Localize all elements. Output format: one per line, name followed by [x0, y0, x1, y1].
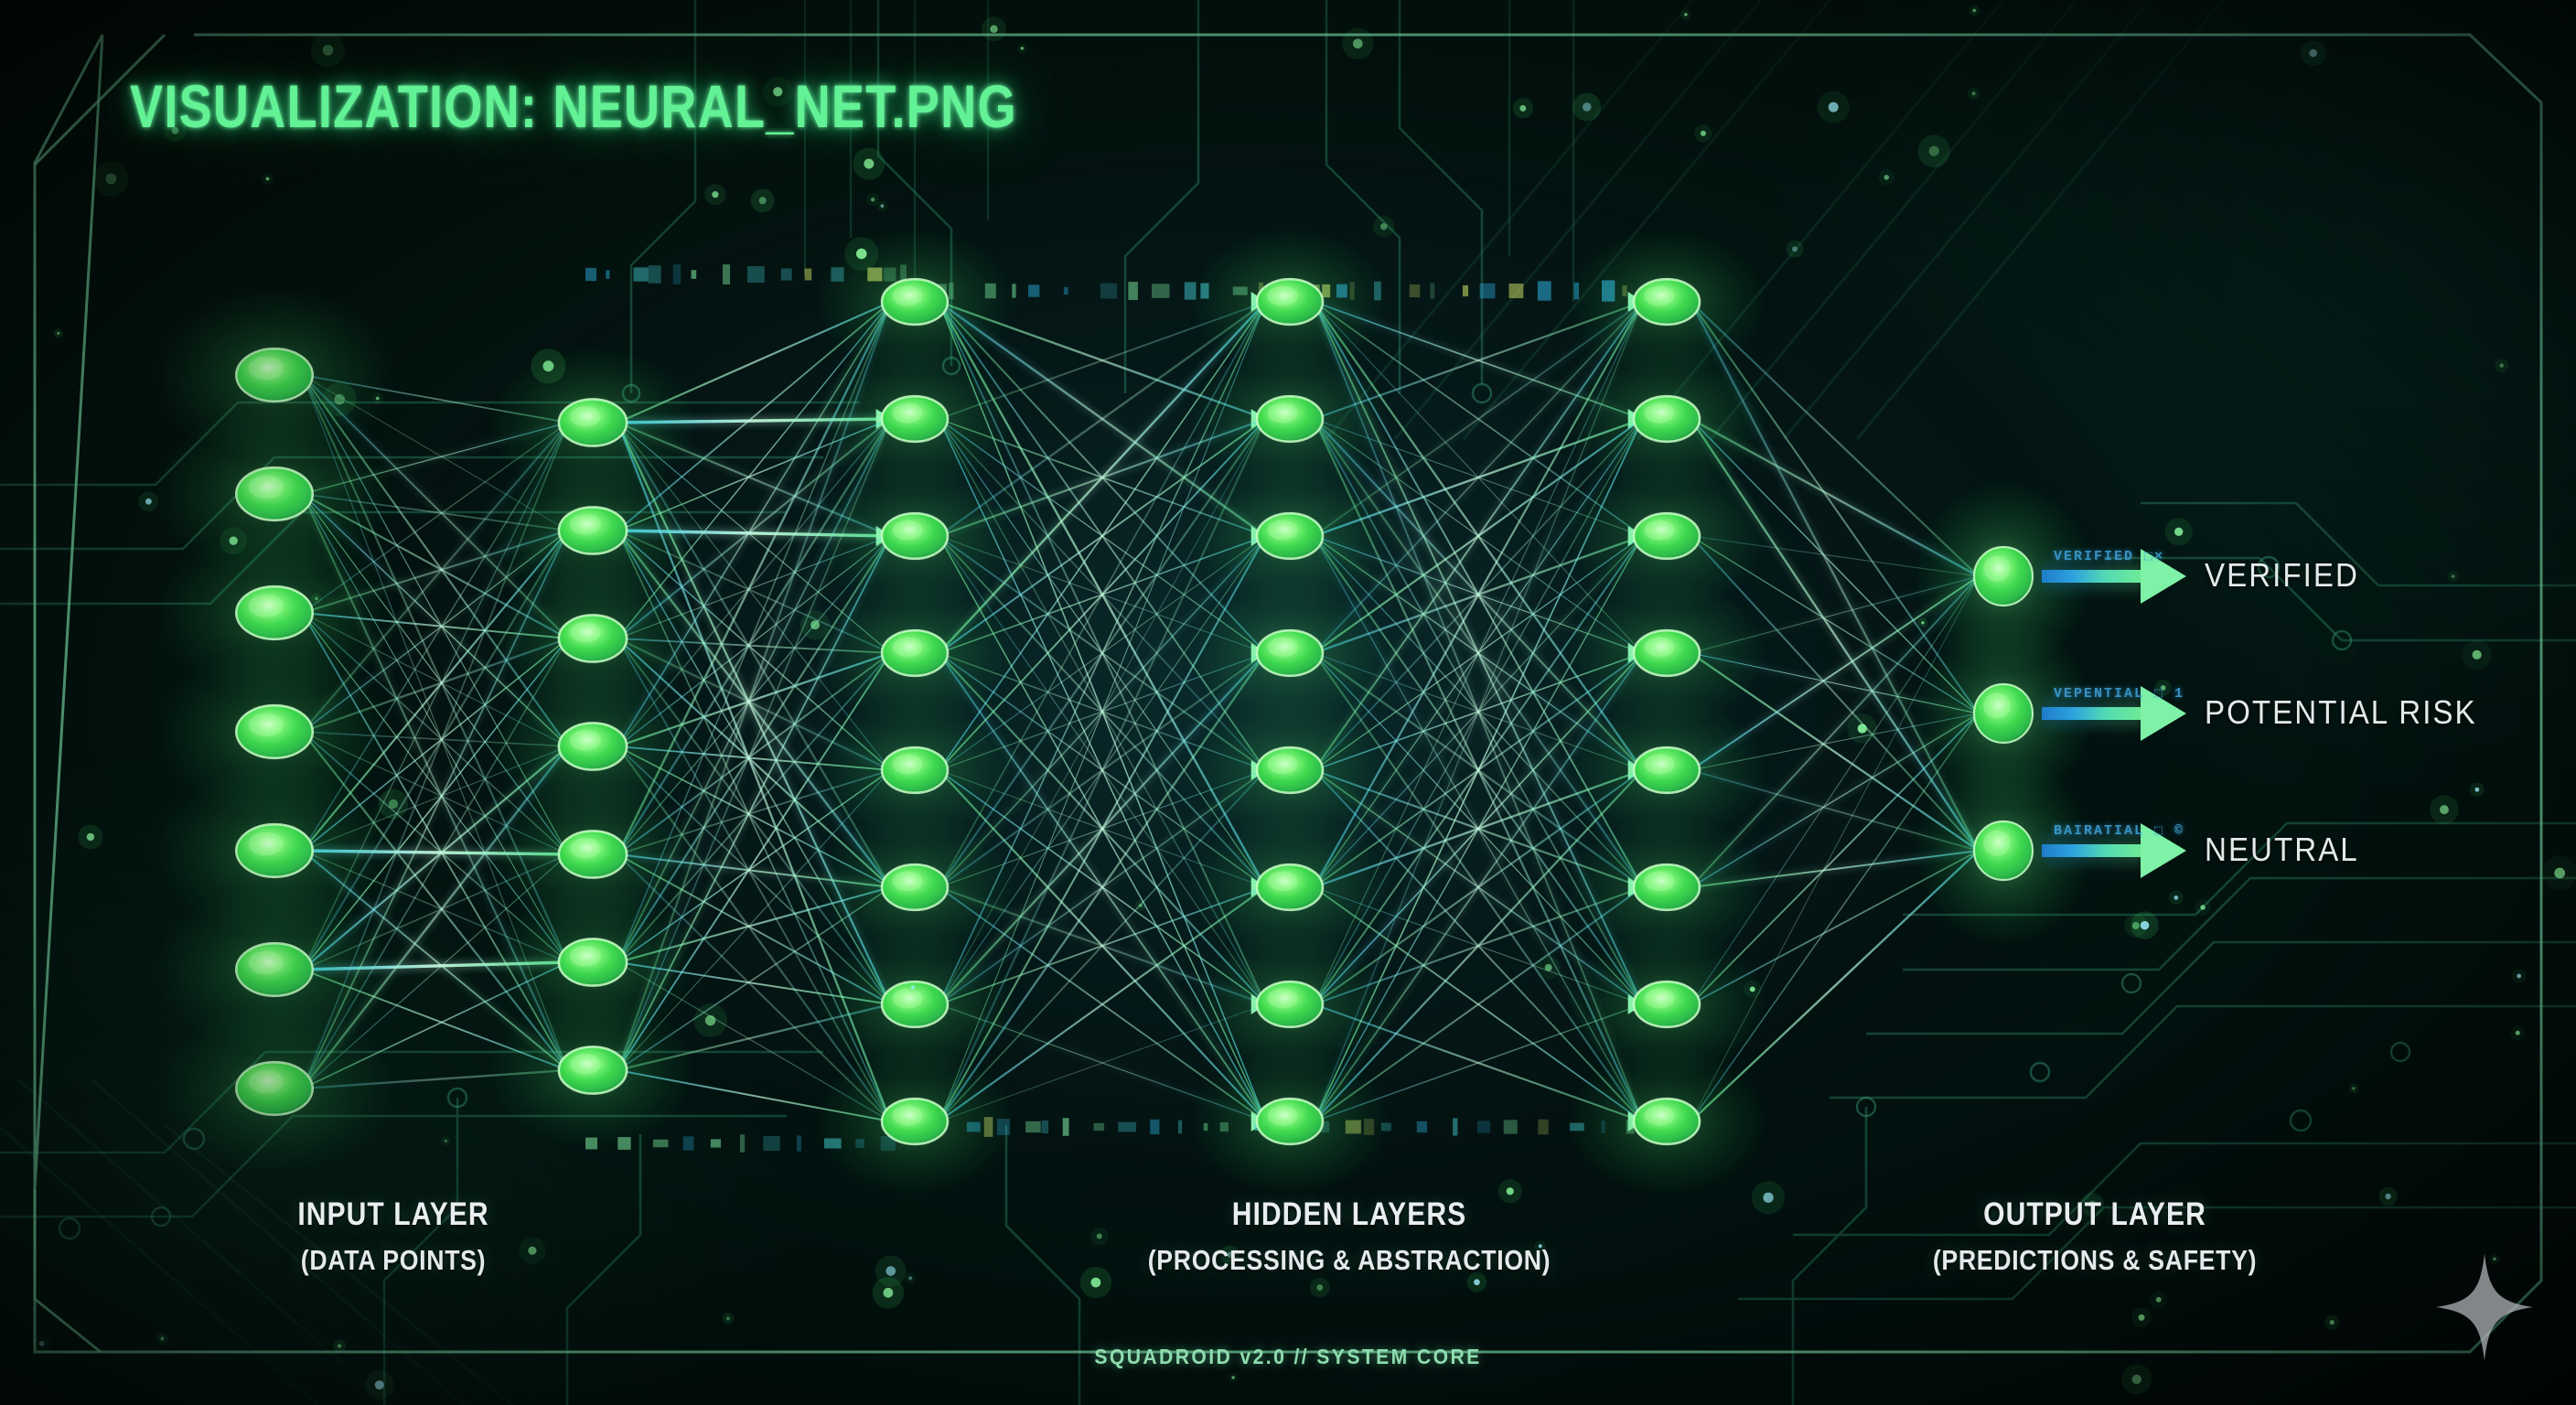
caption-hidden-title: HIDDEN LAYERS [1231, 1196, 1467, 1232]
output-label-potential-risk: POTENTIAL RISK [2205, 693, 2477, 731]
page-title: VISUALIZATION: NEURAL_NET.PNG [130, 72, 1017, 140]
output-label-verified: VERIFIED [2205, 556, 2359, 594]
sparkle-icon [2435, 1253, 2534, 1361]
output-label-neutral: NEUTRAL [2205, 831, 2359, 868]
caption-hidden-subtitle: (PROCESSING & ABSTRACTION) [1147, 1244, 1551, 1276]
output-glyph-verified: VERIFIED ⬚× [2054, 549, 2165, 564]
caption-input-layer: INPUT LAYER (DATA POINTS) [252, 1196, 535, 1277]
caption-output-title: OUTPUT LAYER [1983, 1196, 2206, 1232]
caption-hidden-layers: HIDDEN LAYERS (PROCESSING & ABSTRACTION) [1078, 1196, 1620, 1277]
caption-output-layer: OUTPUT LAYER (PREDICTIONS & SAFETY) [1851, 1196, 2338, 1277]
output-glyph-neutral: BAIRATIAL ⬚ © [2054, 823, 2185, 839]
footer-status: SQUADROID v2.0 // SYSTEM CORE [1094, 1345, 1482, 1368]
output-glyph-potential-risk: VEPENTIAL ⬚ 1 [2054, 686, 2185, 702]
caption-input-title: INPUT LAYER [297, 1196, 489, 1232]
caption-output-subtitle: (PREDICTIONS & SAFETY) [1932, 1244, 2258, 1276]
caption-input-subtitle: (DATA POINTS) [300, 1244, 487, 1276]
